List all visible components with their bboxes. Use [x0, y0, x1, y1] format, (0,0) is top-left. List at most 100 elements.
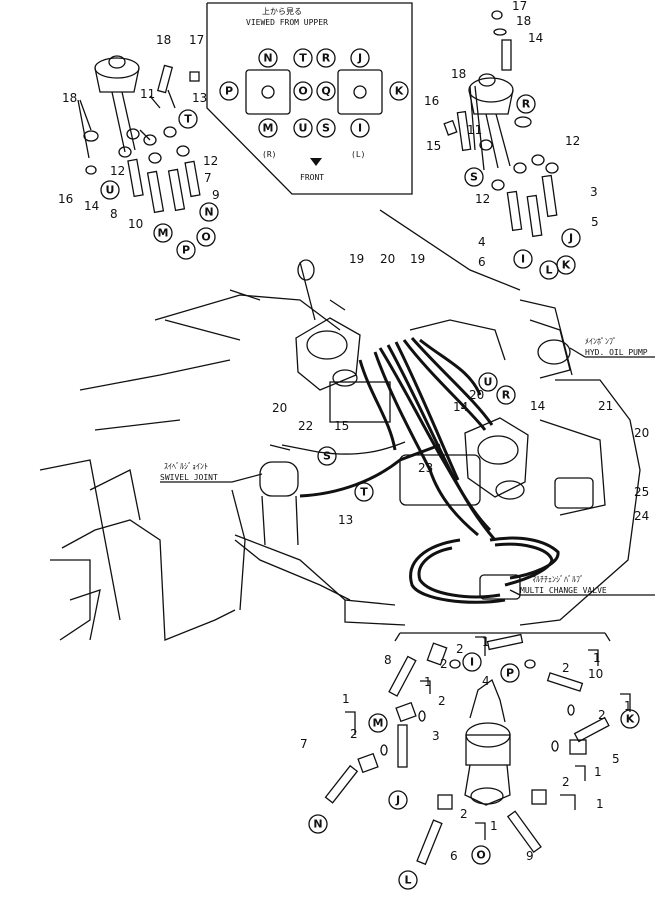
svg-text:R: R [502, 389, 511, 402]
callout-b10: 10 [588, 667, 603, 681]
inset-title-jp: 上から見る [262, 7, 302, 16]
circle-letter-tl-p: P [176, 240, 196, 260]
circle-letter-b-o: O [471, 845, 491, 865]
svg-text:I: I [470, 656, 474, 669]
callout-14: 14 [84, 199, 99, 213]
callout-r3: 3 [590, 185, 598, 199]
circle-letter-b-n: N [308, 814, 328, 834]
svg-text:M: M [158, 227, 169, 240]
top-right-pilot-valve [443, 10, 559, 238]
swivel-label-en: SWIVEL JOINT [160, 473, 218, 482]
svg-text:P: P [182, 244, 190, 257]
callout-r11: 11 [467, 123, 482, 137]
circle-letter-c-s: S [317, 446, 337, 466]
callout-b2c: 2 [562, 661, 570, 675]
callout-b1e: 1 [342, 692, 350, 706]
svg-text:O: O [298, 85, 307, 98]
svg-text:J: J [395, 794, 400, 807]
svg-text:K: K [395, 85, 404, 98]
bottom-pilot-valve [324, 632, 631, 866]
inset-port-j: J [350, 48, 370, 68]
svg-text:T: T [299, 52, 307, 65]
callout-b4: 4 [482, 674, 490, 688]
valve-label-jp: ﾏﾙﾁﾁｪﾝｼﾞﾊﾞﾙﾌﾞ [532, 575, 584, 584]
circle-letter-b-j: J [388, 790, 408, 810]
callout-9: 9 [212, 188, 220, 202]
svg-text:R: R [522, 98, 531, 111]
callout-b2e: 2 [350, 727, 358, 741]
circle-letter-tr-k: K [556, 255, 576, 275]
callout-c13: 13 [338, 513, 353, 527]
callout-b1: 1 [482, 635, 490, 649]
circle-letter-tl-t: T [178, 109, 198, 129]
circle-letter-tr-r: R [516, 94, 536, 114]
svg-text:U: U [106, 184, 115, 197]
inset-port-r: R [316, 48, 336, 68]
circle-letter-b-k: K [620, 709, 640, 729]
inset-title-en: VIEWED FROM UPPER [246, 18, 328, 27]
center-right-control-valve [464, 417, 529, 500]
circle-letter-tr-j: J [561, 228, 581, 248]
viewed-from-upper-inset: 上から見る VIEWED FROM UPPER (R) (L) FRONT N … [206, 2, 413, 195]
callout-c14: 14 [453, 400, 468, 414]
inset-right-label: (R) [262, 150, 276, 159]
inset-left-label: (L) [351, 150, 365, 159]
svg-text:N: N [204, 206, 213, 219]
callout-b1c: 1 [593, 651, 601, 665]
callout-b1g: 1 [596, 797, 604, 811]
svg-text:S: S [322, 122, 330, 135]
callout-r4: 4 [478, 235, 486, 249]
callout-b2b: 2 [440, 657, 448, 671]
circled-letters: T U N M O P R S J I L K U R S T I P M K … [100, 94, 640, 890]
svg-text:P: P [506, 667, 514, 680]
circle-letter-tr-l: L [539, 260, 559, 280]
circle-letter-b-p: P [500, 663, 520, 683]
callout-r12b: 12 [475, 192, 490, 206]
callout-r18b: 18 [451, 67, 466, 81]
callout-c22: 22 [298, 419, 313, 433]
svg-text:I: I [521, 253, 525, 266]
svg-text:T: T [360, 486, 368, 499]
circle-letter-c-t: T [354, 482, 374, 502]
circle-letter-b-m: M [368, 713, 388, 733]
callout-b9: 9 [526, 849, 534, 863]
callout-17: 17 [189, 33, 204, 47]
callout-r15: 15 [426, 139, 441, 153]
callout-16: 16 [58, 192, 73, 206]
circle-letter-tl-u: U [100, 180, 120, 200]
callout-c24: 24 [634, 509, 649, 523]
circle-letter-tr-i: I [513, 249, 533, 269]
callout-b1h: 1 [490, 819, 498, 833]
inset-port-s: S [316, 118, 336, 138]
svg-text:P: P [225, 85, 233, 98]
machine-body-outline [39, 209, 641, 641]
callout-c19b: 19 [410, 252, 425, 266]
callout-c19: 19 [349, 252, 364, 266]
callout-b1f: 1 [594, 765, 602, 779]
callout-12b: 12 [110, 164, 125, 178]
svg-text:O: O [476, 849, 485, 862]
callout-c21: 21 [598, 399, 613, 413]
svg-text:J: J [357, 52, 362, 65]
callout-b2: 2 [456, 642, 464, 656]
inset-port-m: M [258, 118, 278, 138]
inset-port-k: K [389, 81, 409, 101]
pump-label-en: HYD. OIL PUMP [585, 348, 648, 357]
svg-text:K: K [562, 259, 571, 272]
circle-letter-b-i: I [462, 652, 482, 672]
inset-port-q: Q [316, 81, 336, 101]
callout-7: 7 [204, 171, 212, 185]
callout-b3: 3 [432, 729, 440, 743]
callout-b8: 8 [384, 653, 392, 667]
callout-numbers: 18 17 13 11 18 12 12 7 9 16 14 8 10 17 1… [58, 0, 649, 863]
circle-letter-b-l: L [398, 870, 418, 890]
circle-letter-c-r: R [496, 385, 516, 405]
callout-r6: 6 [478, 255, 486, 269]
swivel-label-jp: ｽｲﾍﾞﾙｼﾞｮｲﾝﾄ [164, 462, 208, 471]
svg-text:T: T [184, 113, 192, 126]
callout-11: 11 [140, 87, 155, 101]
inset-port-n: N [258, 48, 278, 68]
callout-b2h: 2 [460, 807, 468, 821]
callout-18: 18 [156, 33, 171, 47]
